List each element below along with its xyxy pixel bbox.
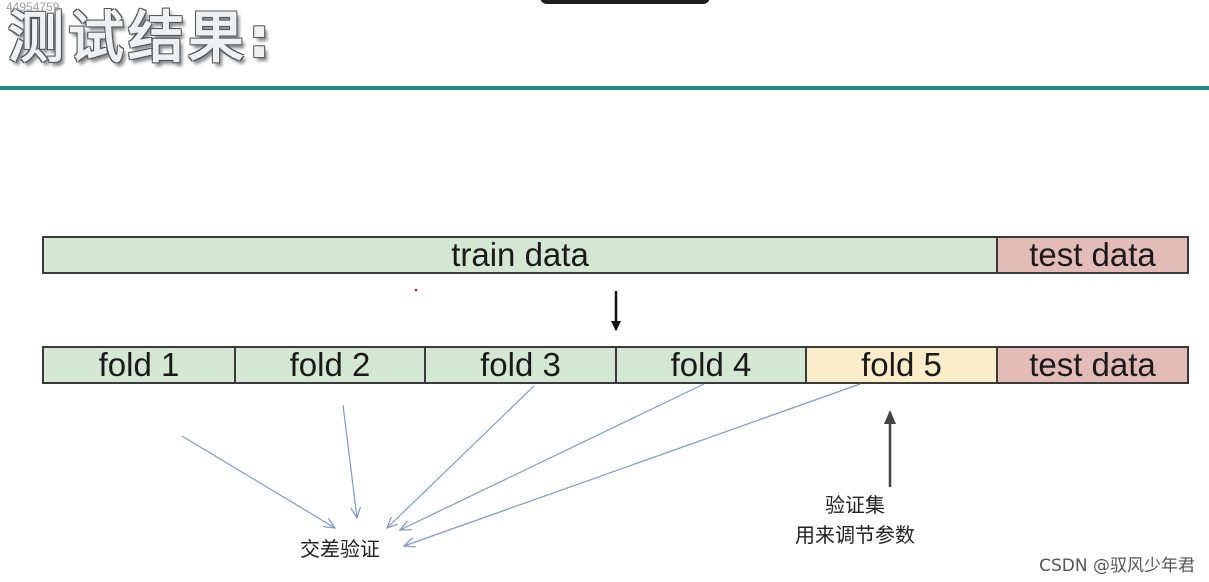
- corner-id: 44954759: [6, 0, 60, 14]
- arrow-fold5: [404, 383, 861, 546]
- arrow-fold1: [181, 435, 335, 528]
- fold-3-label: fold 3: [480, 346, 561, 383]
- arrow-fold4: [400, 383, 705, 530]
- fold-2-bar: fold 2: [234, 346, 426, 384]
- fold-4-bar: fold 4: [615, 346, 807, 384]
- test-data-bar-folds: test data: [996, 346, 1189, 384]
- fold-1-bar: fold 1: [42, 346, 236, 384]
- watermark: CSDN @驭风少年君: [1039, 556, 1195, 576]
- test-data-label-top: test data: [1029, 236, 1156, 273]
- train-data-label: train data: [451, 236, 589, 273]
- fold-3-bar: fold 3: [424, 346, 617, 384]
- cross-validation-label: 交差验证: [300, 537, 380, 561]
- validation-set-caption: 验证集 用来调节参数: [780, 490, 930, 550]
- slide-title: 测试结果:: [8, 6, 275, 71]
- validation-purpose-label: 用来调节参数: [795, 523, 915, 547]
- train-data-bar: train data: [42, 236, 998, 274]
- arrow-fold3: [387, 385, 535, 528]
- test-data-bar-top: test data: [996, 236, 1189, 274]
- fold-4-label: fold 4: [670, 346, 752, 383]
- fold-1-label: fold 1: [98, 346, 180, 383]
- fold-5-label: fold 5: [861, 346, 942, 383]
- test-data-label-folds: test data: [1029, 346, 1156, 383]
- validation-up-arrowhead: [884, 410, 896, 424]
- stray-dot: [414, 288, 418, 292]
- fold-5-bar: fold 5: [805, 346, 998, 384]
- title-rule: [0, 86, 1209, 90]
- arrow-fold2: [342, 404, 357, 518]
- fold-2-label: fold 2: [289, 346, 371, 383]
- validation-set-label: 验证集: [825, 493, 885, 517]
- top-tab-shape: [540, 0, 710, 4]
